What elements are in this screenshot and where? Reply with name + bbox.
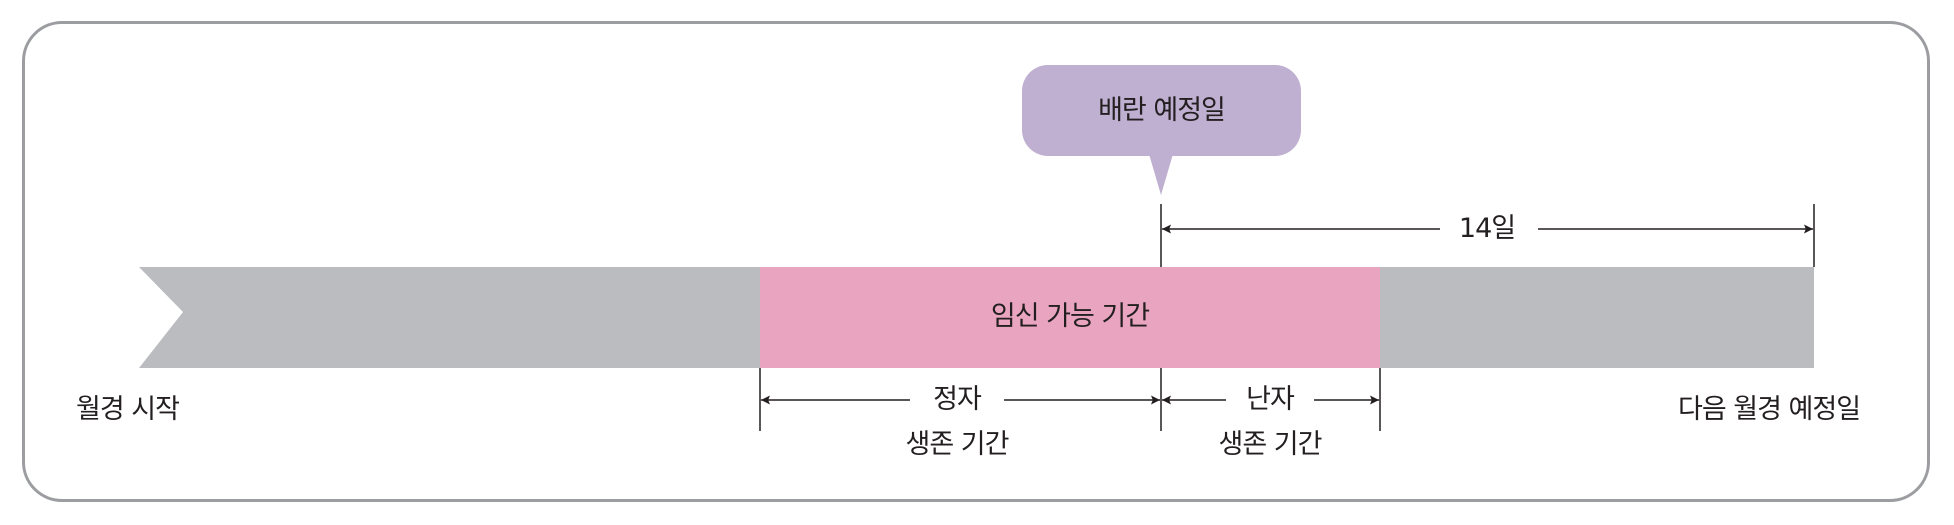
diagram-frame xyxy=(22,21,1930,502)
fertile-window-bar xyxy=(760,267,1380,368)
interval-label: 14일 xyxy=(1458,213,1516,244)
period-start-label: 월경 시작 xyxy=(76,394,180,425)
egg-label: 난자 xyxy=(1246,384,1295,415)
bubble-tail xyxy=(1149,154,1173,195)
sperm-survival-label: 생존 기간 xyxy=(905,429,1010,460)
fertile-window-label: 임신 가능 기간 xyxy=(990,301,1150,332)
egg-survival-label: 생존 기간 xyxy=(1218,429,1323,460)
sperm-label: 정자 xyxy=(933,384,982,415)
next-period-label: 다음 월경 예정일 xyxy=(1678,394,1861,425)
ovulation-label: 배란 예정일 xyxy=(1098,95,1226,126)
ovulation-bubble: 배란 예정일 xyxy=(1022,65,1301,156)
